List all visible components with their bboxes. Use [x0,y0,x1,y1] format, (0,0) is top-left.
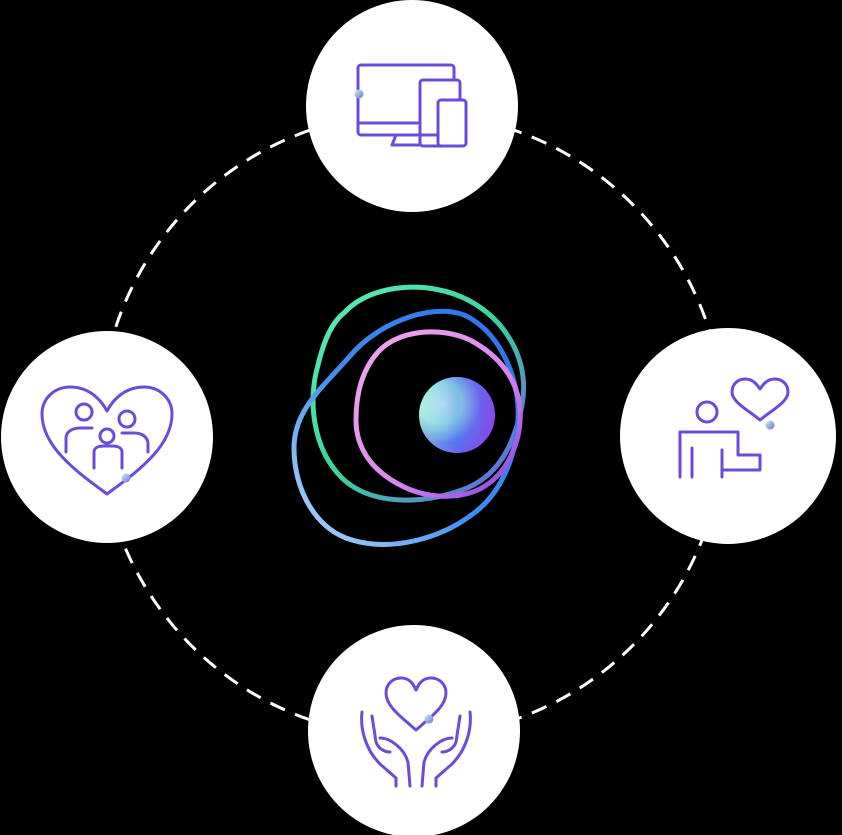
logo-green-loop [310,284,526,503]
accent-dot-left [121,473,131,483]
node-bottom [308,625,520,835]
devices-icon [356,63,468,148]
accent-dot-right [765,420,775,430]
accent-dot-bottom [424,714,434,724]
node-top-circle [306,0,518,212]
center-logo [291,284,526,547]
logo-pink-loop [353,329,523,499]
person-heart-icon [678,377,790,479]
logo-blue-loop [291,308,521,547]
node-left [1,331,213,543]
node-top [306,0,518,212]
node-right [620,328,836,544]
accent-dot-top [354,89,364,99]
family-heart-icon [40,385,174,496]
node-left-circle [1,331,213,543]
node-right-circle [620,328,836,544]
hands-heart-icon [360,676,472,788]
